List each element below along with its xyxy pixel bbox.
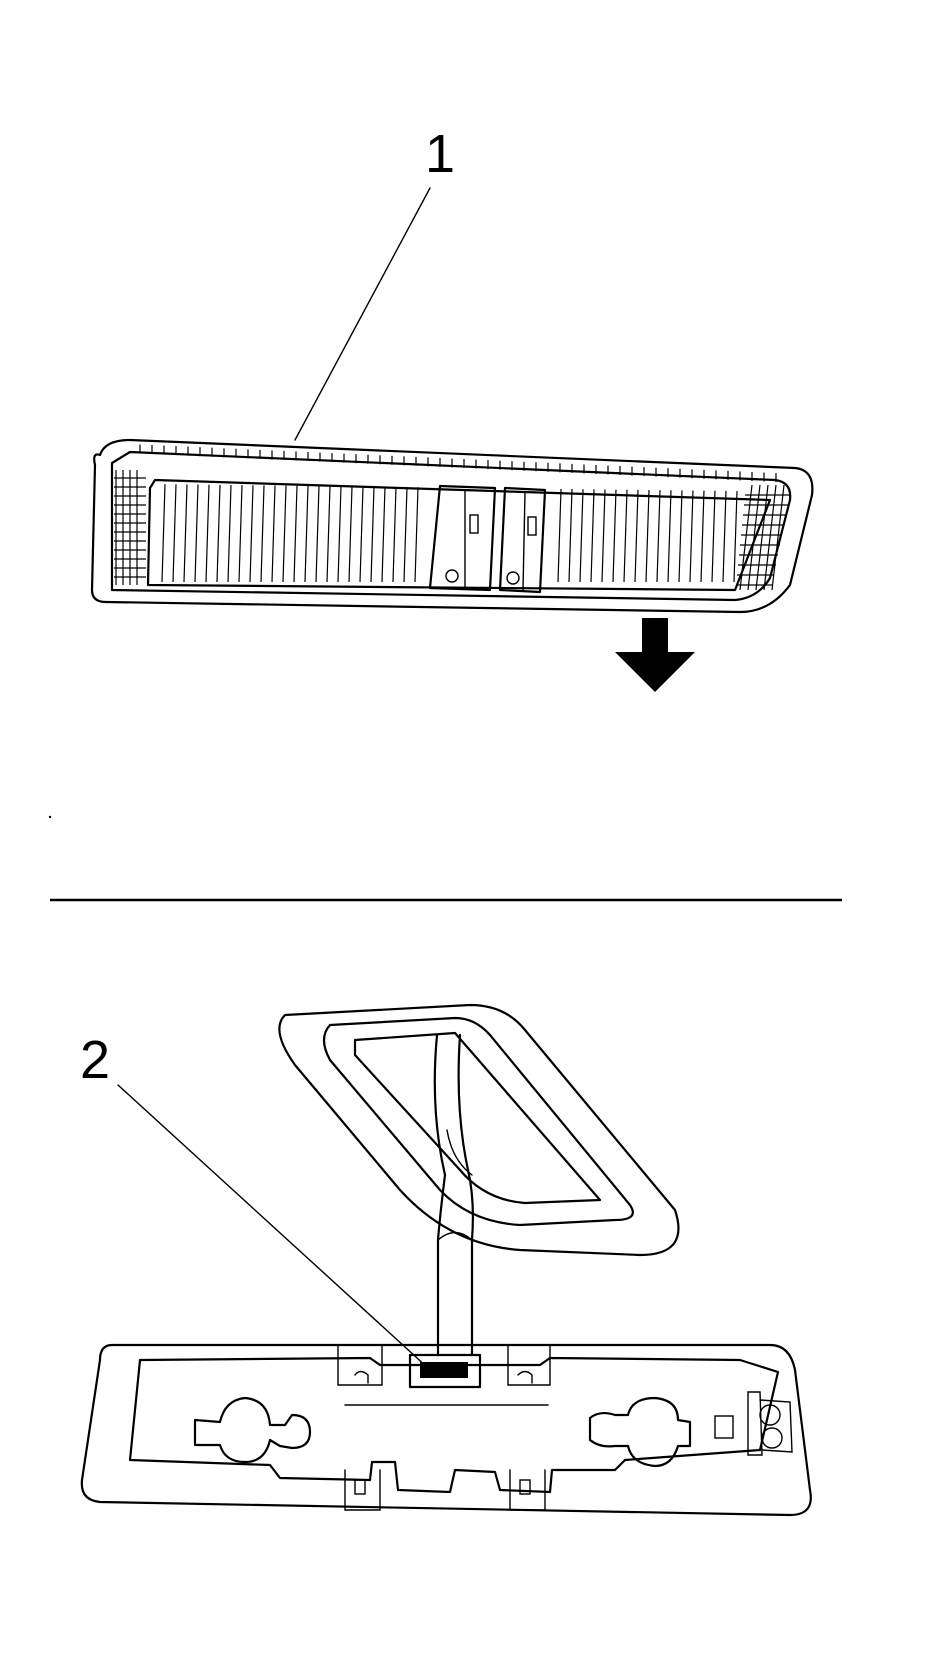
lens-rib	[590, 489, 595, 583]
lens-rib	[304, 485, 309, 583]
lens-rib	[557, 488, 562, 583]
lens-rib	[414, 487, 419, 583]
lens-rib	[623, 489, 628, 583]
harness-connector	[408, 1353, 482, 1389]
lens-rib	[337, 486, 342, 583]
callout-1: 1	[294, 124, 455, 441]
lens-rib	[711, 490, 716, 583]
lens-rib	[161, 484, 166, 583]
callout-1-leader	[294, 187, 431, 441]
lens-rib	[645, 489, 650, 583]
callout-1-label: 1	[425, 124, 455, 184]
stray-mark	[48, 815, 52, 819]
wiring-harness	[433, 1033, 474, 1357]
lens-rib	[326, 486, 331, 583]
lens-rib	[370, 486, 375, 583]
lens-right-grid	[736, 484, 790, 591]
lens-rib	[689, 490, 694, 583]
callout-2: 2	[80, 1030, 429, 1369]
lens-rib	[656, 490, 661, 583]
lens-rib	[216, 484, 221, 583]
callout-2-label: 2	[80, 1030, 110, 1090]
lens-ribs	[161, 484, 738, 583]
lens-connector-tabs	[428, 484, 547, 594]
lens-rib	[227, 484, 232, 583]
lamp-lens	[90, 438, 814, 614]
lens-rib	[722, 490, 727, 583]
lens-rib	[392, 486, 397, 583]
lens-rib	[381, 486, 386, 583]
lens-rib	[568, 489, 573, 583]
callout-2-leader	[117, 1084, 429, 1369]
lens-rib	[249, 485, 254, 583]
headliner-opening	[278, 1003, 680, 1257]
lamp-base	[80, 1343, 812, 1517]
lens-edge-ticks	[139, 444, 777, 483]
lens-rib	[667, 490, 672, 583]
lens-rib	[579, 489, 584, 583]
lens-right-grid-line	[755, 484, 769, 591]
lens-rib	[733, 491, 738, 583]
lens-rib	[678, 490, 683, 583]
lens-rib	[634, 489, 639, 583]
lens-rib	[348, 486, 353, 583]
lens-right-grid-line	[771, 484, 785, 591]
lens-rib	[172, 484, 177, 583]
lens-rib	[359, 486, 364, 583]
lens-right-grid-line	[739, 484, 753, 591]
lens-right-grid-line	[747, 484, 761, 591]
arrow-down-icon	[615, 618, 695, 692]
lamp-base-side-clip	[747, 1391, 793, 1456]
lens-rib	[612, 489, 617, 583]
lens-rib	[601, 489, 606, 583]
lens-rib	[238, 485, 243, 583]
lens-rib	[271, 485, 276, 583]
lens-rib	[194, 484, 199, 583]
lens-rib	[260, 485, 265, 583]
lens-rib	[293, 485, 298, 583]
lens-rib	[403, 487, 408, 583]
lens-rib	[282, 485, 287, 583]
lens-rib	[205, 484, 210, 583]
lens-rib	[700, 490, 705, 583]
lens-left-grid	[114, 470, 146, 585]
lens-rib	[183, 484, 188, 583]
lens-right-grid-line	[763, 484, 777, 591]
lens-rib	[315, 486, 320, 583]
